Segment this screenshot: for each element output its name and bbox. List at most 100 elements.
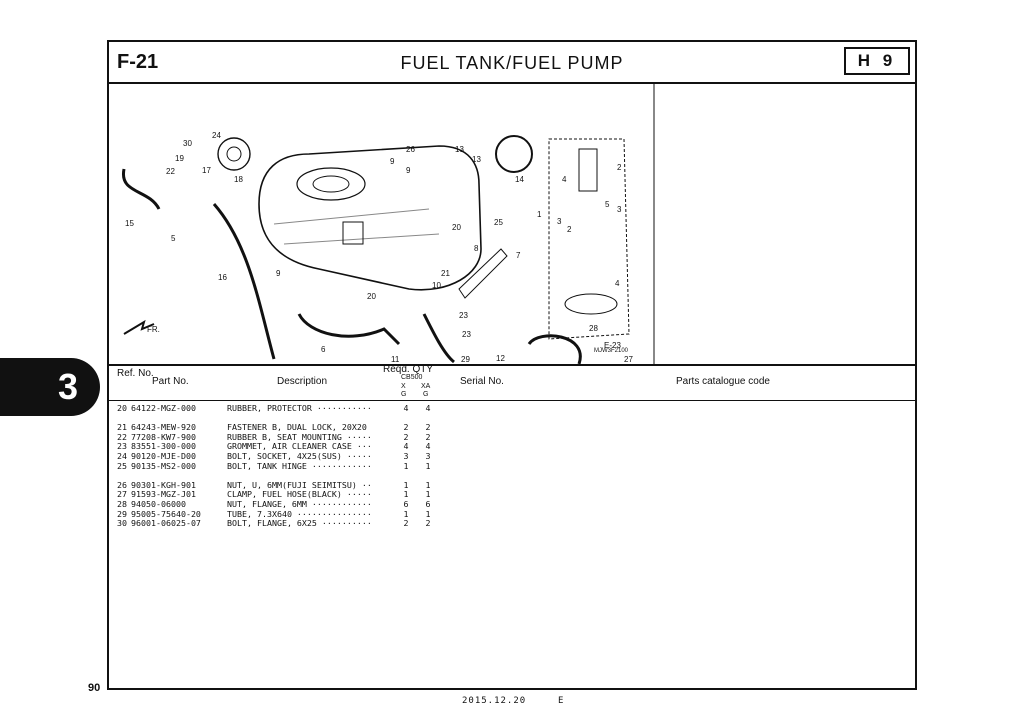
- qty-xa-cell: 2: [425, 422, 431, 433]
- qty-xa-cell: 3: [425, 450, 431, 461]
- table-row: 24 90120-MJE-D00 BOLT, SOCKET, 4X25(SUS) ·…: [115, 450, 439, 462]
- ref-cell: 26: [117, 479, 127, 490]
- callout-label: 7: [516, 251, 521, 260]
- callout-label: 23: [462, 330, 471, 339]
- ref-cell: 20: [117, 403, 127, 413]
- qty-xa-cell: 4: [425, 441, 431, 452]
- callout-label: 23: [459, 311, 468, 320]
- callout-label: 22: [166, 167, 175, 176]
- description-cell: FASTENER B, DUAL LOCK, 20X20: [227, 422, 367, 433]
- callout-label: 5: [171, 234, 176, 243]
- pump-group-outline: [548, 138, 630, 340]
- qty-x-cell: 1: [403, 479, 409, 490]
- fuel-pump-body: [578, 148, 598, 192]
- hose-6: [297, 313, 401, 346]
- callout-label: 13: [455, 145, 464, 154]
- chapter-tab-number: 3: [58, 366, 79, 407]
- qty-x-cell: 4: [403, 441, 409, 452]
- ref-cell: 28: [117, 498, 127, 509]
- pump-flange: [564, 293, 618, 315]
- qty-x-cell: 2: [403, 431, 409, 442]
- col-desc-header: Description: [277, 376, 328, 387]
- fuel-tank-shape: [258, 145, 482, 291]
- qty-xa-cell: 1: [425, 479, 431, 490]
- description-cell: CLAMP, FUEL HOSE(BLACK) ·····: [227, 489, 372, 500]
- callout-label: 9: [390, 157, 395, 166]
- qty-xa-cell: 6: [425, 498, 431, 509]
- qty-xa-cell: 1: [425, 460, 431, 471]
- description-cell: RUBBER B, SEAT MOUNTING ·····: [227, 431, 372, 442]
- filler-cap-inner: [226, 146, 242, 162]
- col-model-header: CB500: [401, 374, 423, 381]
- callout-label: 20: [452, 223, 461, 232]
- description-cell: BOLT, FLANGE, 6X25 ··········: [227, 518, 372, 529]
- callout-label: 12: [496, 354, 505, 363]
- part-no-cell: 90120-MJE-D00: [131, 450, 196, 461]
- section-ref-box: H 9: [844, 47, 910, 75]
- qty-x-cell: 1: [403, 489, 409, 500]
- callout-label: 24: [212, 131, 221, 140]
- qty-x-cell: 2: [403, 422, 409, 433]
- callout-label: 13: [472, 155, 481, 164]
- protector-strip: [458, 248, 508, 299]
- ref-cell: 29: [117, 508, 127, 519]
- callout-label: 27: [624, 355, 633, 364]
- col-g2-header: G: [423, 391, 429, 398]
- ref-cell: 25: [117, 460, 127, 471]
- qty-xa-cell: 1: [425, 508, 431, 519]
- page-frame: F-21 FUEL TANK/FUEL PUMP H 9: [107, 40, 917, 690]
- callout-label: 5: [605, 200, 610, 209]
- part-no-cell: 64243-MEW-920: [131, 422, 196, 433]
- chapter-tab: [0, 358, 100, 416]
- col-part-header: Part No.: [152, 376, 189, 387]
- part-no-cell: 95005-75640-20: [131, 508, 201, 519]
- hose-16: [212, 203, 276, 360]
- ref-cell: 23: [117, 441, 127, 452]
- ref-cell: 24: [117, 450, 127, 461]
- qty-x-cell: 1: [403, 460, 409, 471]
- col-x-header: X: [401, 383, 406, 390]
- description-cell: NUT, U, 6MM(FUJI SEIMITSU) ··: [227, 479, 372, 490]
- callout-label: 9: [276, 269, 281, 278]
- col-g1-header: G: [401, 391, 407, 398]
- col-qty-header: Reqd. QTY: [383, 364, 434, 375]
- part-no-cell: 91593-MGZ-J01: [131, 489, 196, 500]
- table-header-divider: [109, 400, 915, 401]
- callout-label: 10: [432, 281, 441, 290]
- page-title: FUEL TANK/FUEL PUMP: [400, 53, 624, 73]
- part-no-cell: 83551-300-000: [131, 441, 196, 452]
- part-no-cell: 64122-MGZ-000: [131, 403, 196, 413]
- description-cell: RUBBER, PROTECTOR ···········: [227, 403, 372, 413]
- description-cell: TUBE, 7.3X640 ···············: [227, 508, 372, 519]
- callout-label: 21: [441, 269, 450, 278]
- qty-x-cell: 1: [403, 508, 409, 519]
- callout-label: 26: [406, 145, 415, 154]
- qty-xa-cell: 4: [425, 403, 431, 413]
- ref-cell: 30: [117, 518, 127, 529]
- hose-15: [122, 168, 161, 210]
- callout-label: 1: [537, 210, 542, 219]
- qty-x-cell: 2: [403, 518, 409, 529]
- callout-label: 17: [202, 166, 211, 175]
- col-catalogue-header: Parts catalogue code: [676, 376, 770, 387]
- part-no-cell: 90135-MS2-000: [131, 460, 196, 471]
- col-ref-header: Ref. No.: [117, 368, 154, 379]
- description-cell: NUT, FLANGE, 6MM ············: [227, 498, 372, 509]
- front-arrow-icon: [123, 319, 155, 335]
- qty-x-cell: 6: [403, 498, 409, 509]
- footer-edition: E: [558, 696, 564, 706]
- description-cell: BOLT, SOCKET, 4X25(SUS) ·····: [227, 450, 372, 461]
- section-code: F-21: [117, 51, 159, 73]
- callout-label: 6: [321, 345, 326, 354]
- gasket-ring: [495, 135, 533, 173]
- figure-code: MJW3F2100: [594, 348, 629, 354]
- description-cell: BOLT, TANK HINGE ············: [227, 460, 372, 471]
- part-no-cell: 94050-06000: [131, 498, 186, 509]
- qty-x-cell: 3: [403, 450, 409, 461]
- table-row: 25 90135-MS2-000 BOLT, TANK HINGE ········…: [115, 460, 439, 472]
